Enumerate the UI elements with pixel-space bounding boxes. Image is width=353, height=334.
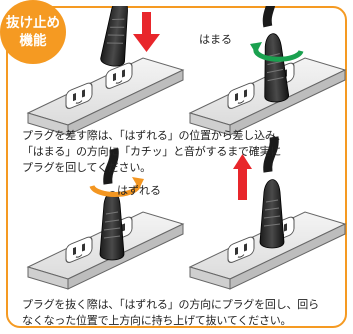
insert-instruction-line-3: プラグを回してください。 bbox=[22, 161, 151, 174]
badge-line-2: 機能 bbox=[19, 33, 47, 49]
insert-instruction-line-1: プラグを差す際は、「はずれる」の位置から差し込み、 bbox=[22, 129, 287, 142]
feature-badge: 抜け止め 機能 bbox=[0, 0, 66, 64]
remove-instruction-line-2: なくなった位置で上方向に持ち上げて抜いてください。 bbox=[22, 314, 292, 327]
step-unlock bbox=[27, 149, 184, 290]
arrow-up-icon bbox=[233, 154, 252, 200]
arrow-down-icon bbox=[133, 12, 160, 52]
plug-icon bbox=[100, 6, 139, 68]
label-hazureru: はずれる bbox=[117, 184, 161, 197]
rotate-counterclockwise-icon bbox=[89, 177, 144, 197]
remove-instruction-line-1: プラグを抜く際は、「はずれる」の方向にプラグを回し、回ら bbox=[22, 298, 319, 311]
illustration bbox=[27, 6, 346, 290]
rotate-clockwise-icon bbox=[250, 42, 304, 62]
badge-line-1: 抜け止め bbox=[6, 15, 60, 31]
insert-instruction-line-2: 「はまる」の方向に「カチッ」と音がするまで確実に bbox=[22, 145, 282, 158]
step-lock bbox=[189, 6, 346, 136]
step-remove-up bbox=[189, 137, 346, 290]
label-hamaru: はまる bbox=[199, 33, 232, 46]
power-strip-icon bbox=[27, 57, 184, 136]
step-insert-down bbox=[27, 6, 184, 136]
